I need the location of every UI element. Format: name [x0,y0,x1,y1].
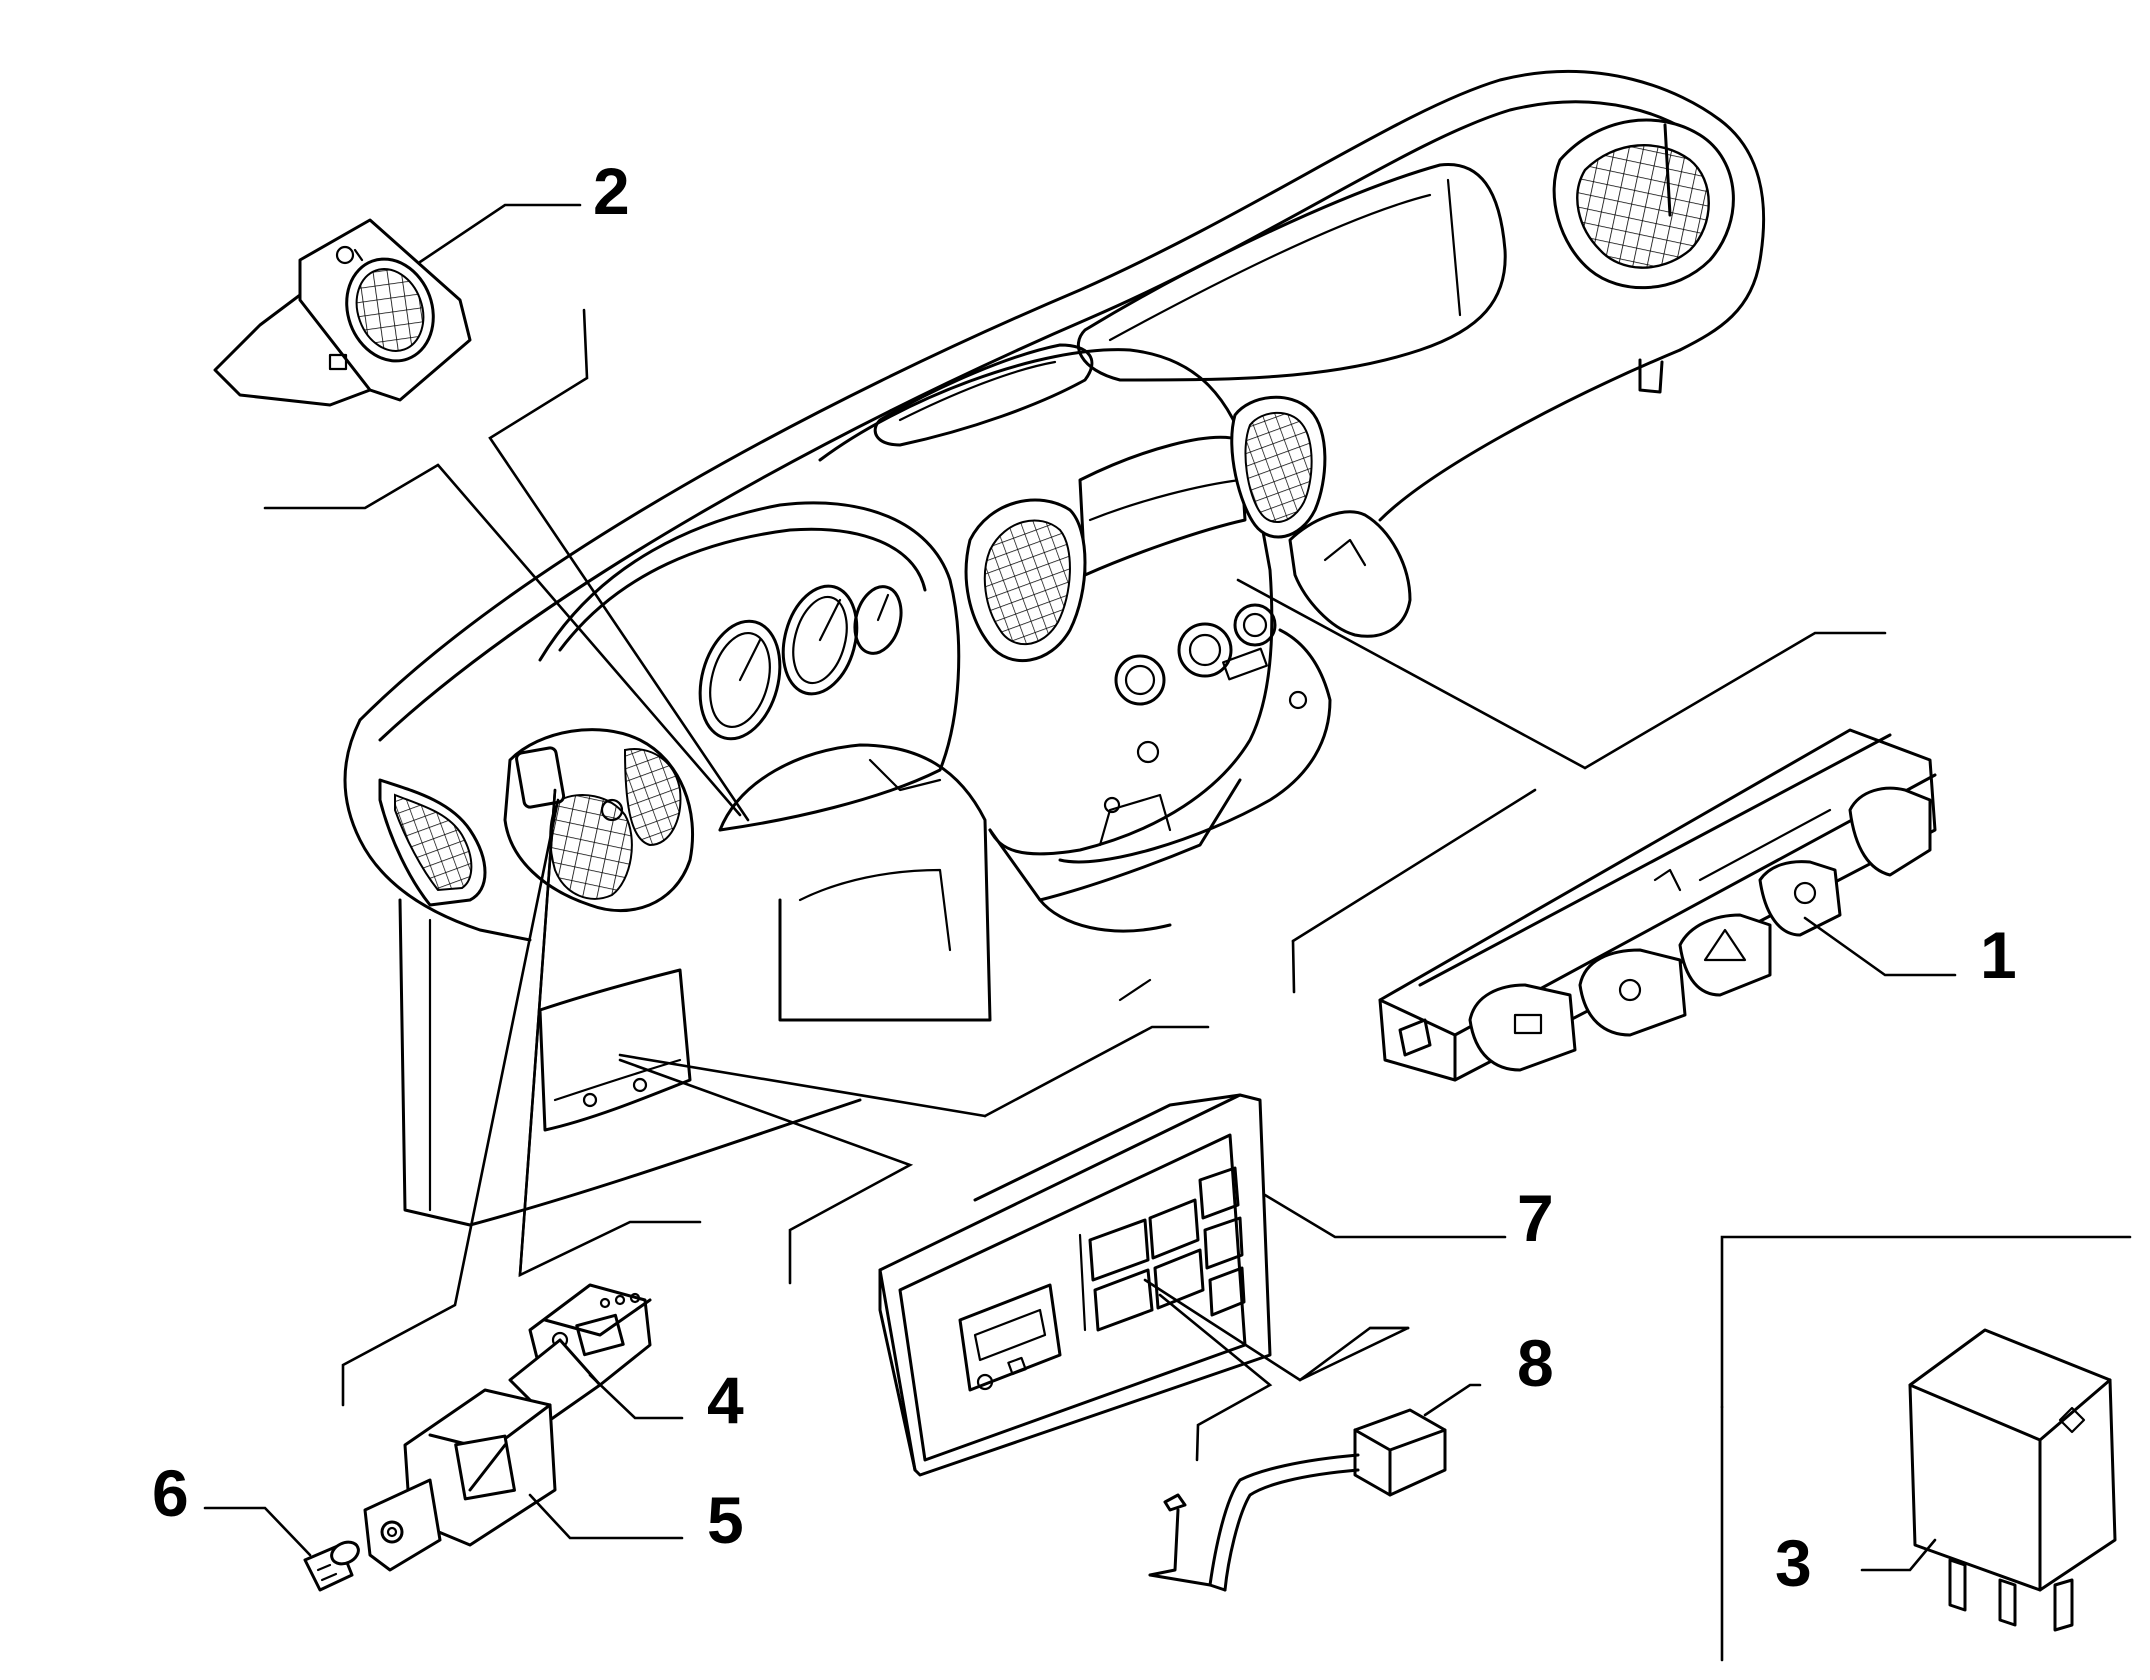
dashboard-assembly [343,69,1766,1227]
part-8-wiring-harness [1148,1408,1447,1592]
callout-8: 8 [1517,1326,1554,1400]
callout-1: 1 [1980,918,2017,992]
callout-3: 3 [1775,1526,1812,1600]
callout-5: 5 [707,1483,744,1557]
callout-4: 4 [707,1363,744,1437]
callout-2: 2 [593,154,630,228]
part-6-screw [303,1540,360,1592]
part-3-relay [1908,1328,2117,1632]
callout-6: 6 [152,1456,189,1530]
leader-lines [203,203,2132,1662]
callout-7: 7 [1517,1181,1554,1255]
part-5-switch-bracket [363,1388,557,1572]
part-2-headlamp-adjuster [213,218,472,407]
part-1-switch-panel [1378,728,1937,1082]
